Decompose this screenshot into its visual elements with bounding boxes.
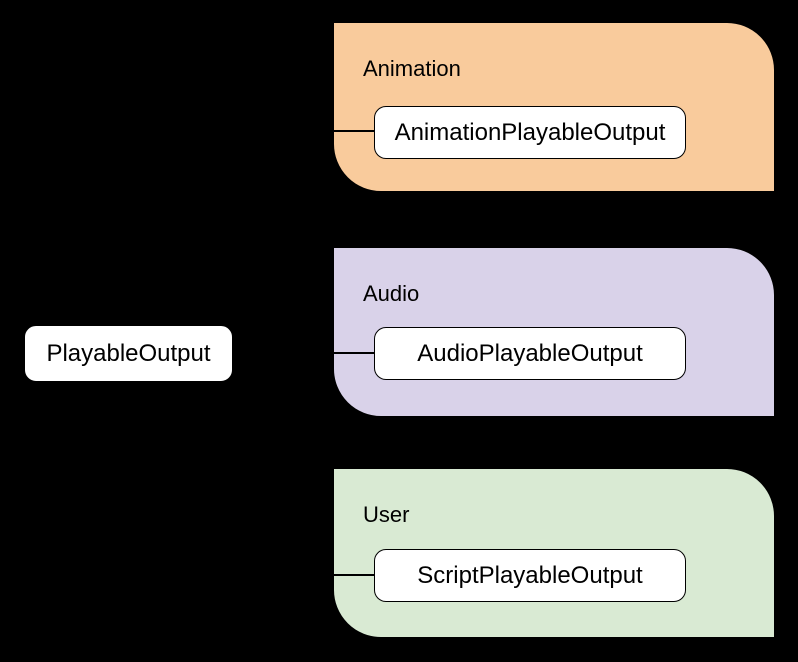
node-animation-playable-output: AnimationPlayableOutput	[374, 106, 686, 159]
node-audio-playable-output-label: AudioPlayableOutput	[417, 339, 643, 367]
connector-root-to-audio	[233, 352, 374, 354]
node-playable-output: PlayableOutput	[24, 325, 233, 382]
group-user: User ScriptPlayableOutput	[333, 468, 775, 638]
group-animation-label: Animation	[363, 56, 461, 81]
group-user-label: User	[363, 502, 410, 527]
group-audio-label: Audio	[363, 281, 420, 306]
node-audio-playable-output: AudioPlayableOutput	[374, 327, 686, 380]
group-animation: Animation AnimationPlayableOutput	[333, 22, 775, 192]
node-script-playable-output-label: ScriptPlayableOutput	[417, 561, 643, 589]
node-playable-output-label: PlayableOutput	[46, 339, 211, 367]
node-script-playable-output: ScriptPlayableOutput	[374, 549, 686, 602]
group-audio: Audio AudioPlayableOutput	[333, 247, 775, 417]
connector-root-to-animation	[233, 130, 374, 132]
connector-root-to-user	[233, 574, 374, 576]
node-animation-playable-output-label: AnimationPlayableOutput	[394, 118, 666, 146]
